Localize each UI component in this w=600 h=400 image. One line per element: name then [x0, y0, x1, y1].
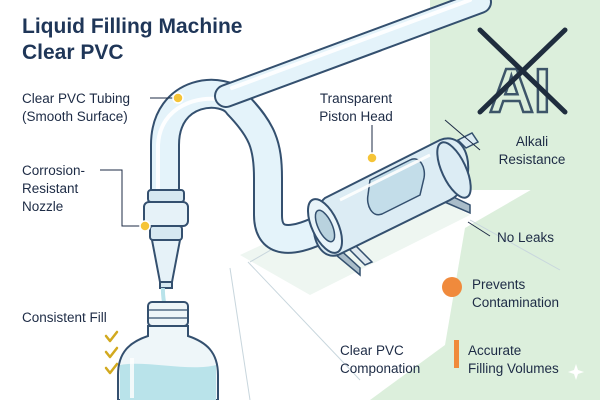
label-line: Piston Head — [319, 108, 393, 124]
orange-bar-icon — [454, 340, 459, 368]
label-line: Consistent Fill — [22, 310, 107, 325]
label-line: Accurate — [468, 343, 522, 358]
sparkle-icon — [568, 364, 584, 380]
label-line: Contamination — [472, 294, 560, 310]
check-icons — [104, 330, 119, 375]
label-line: Resistant — [22, 180, 79, 196]
pvc-tubing — [150, 0, 492, 254]
label-line: Resistance — [498, 151, 566, 167]
label-line: Clear PVC — [340, 343, 404, 358]
label-line: Clear PVC Tubing — [22, 91, 131, 106]
label-nozzle: Corrosion- Resistant Nozzle — [22, 162, 85, 215]
page-title: Liquid Filling Machine Clear PVC — [22, 14, 292, 65]
check-icon — [104, 346, 119, 359]
orange-dot-icon — [442, 277, 462, 297]
label-clear-pvc-componation: Clear PVC Componation — [340, 342, 420, 378]
label-line: Prevents — [472, 277, 526, 292]
alkali-leader — [444, 119, 481, 151]
label-accurate-filling-volumes: Accurate Filling Volumes — [468, 342, 559, 378]
label-consistent-fill: Consistent Fill — [22, 309, 107, 327]
check-icon — [104, 362, 119, 375]
nozzle — [143, 189, 189, 289]
bottle — [117, 301, 219, 400]
label-alkali-resistance: Alkali Resistance — [482, 133, 582, 169]
label-prevents-contamination: Prevents Contamination — [472, 276, 559, 312]
logo-strike-2 — [477, 27, 568, 115]
callout-dots — [139, 92, 378, 232]
title-line-1: Liquid Filling Machine — [22, 15, 243, 38]
label-line: Filling Volumes — [468, 360, 559, 376]
check-icon — [104, 330, 119, 343]
title-line-2: Clear PVC — [22, 40, 124, 64]
label-line: Componation — [340, 360, 421, 376]
label-line: Transparent — [319, 91, 393, 106]
label-line: Corrosion- — [22, 163, 86, 178]
label-line: No Leaks — [497, 230, 555, 245]
label-line: Alkali — [515, 134, 549, 149]
label-piston-head: Transparent Piston Head — [306, 90, 406, 126]
crossed-ai-logo: AI — [477, 27, 568, 127]
label-no-leaks: No Leaks — [497, 229, 554, 247]
label-clear-pvc-tubing: Clear PVC Tubing (Smooth Surface) — [22, 90, 130, 126]
green-panel-bottom — [370, 150, 600, 400]
label-line: Nozzle — [22, 198, 64, 214]
label-line: (Smooth Surface) — [22, 108, 128, 124]
